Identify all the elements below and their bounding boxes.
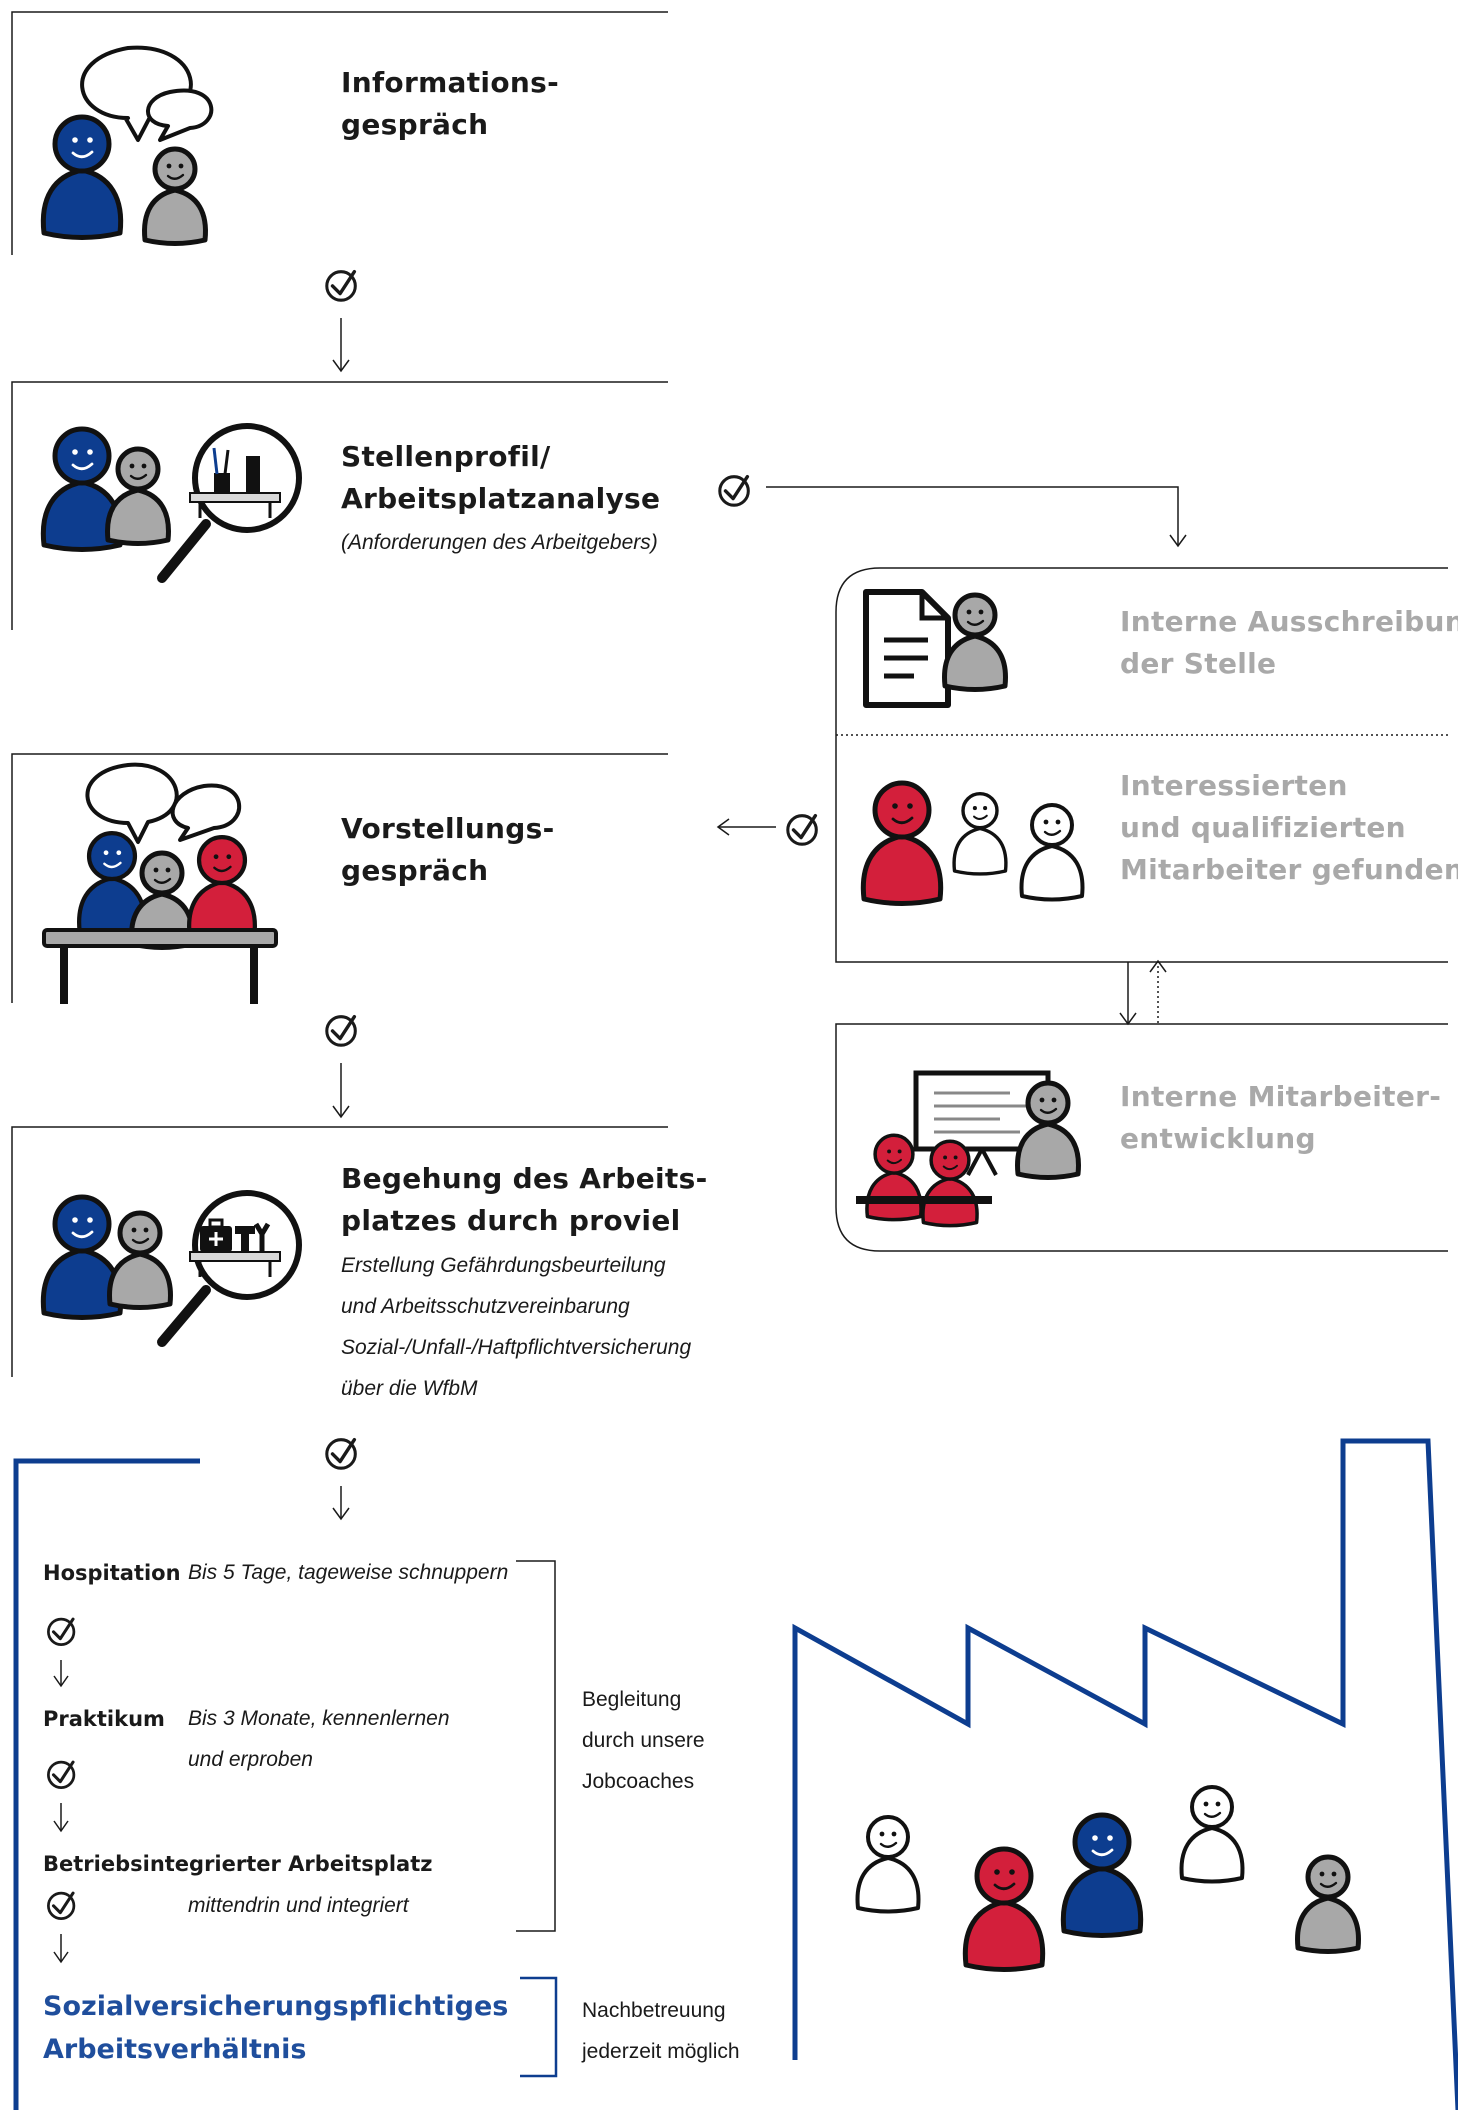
placement-check-2 <box>46 1760 76 1833</box>
step-4-title: Begehung des Arbeits-platzes durch provi… <box>341 1162 708 1237</box>
step-frame-4 <box>11 1126 668 1377</box>
support-brackets <box>516 1560 556 1932</box>
betrieb-desc: mittendrin und integriert <box>188 1894 409 1917</box>
document-person-icon <box>863 589 1005 708</box>
step-frame-2 <box>11 381 668 630</box>
step-4-notes: Erstellung Gefährdungsbeurteilung und Ar… <box>341 1254 692 1400</box>
betrieb-label: Betriebsintegrierter Arbeitsplatz <box>43 1852 433 1876</box>
development-box <box>835 1023 1448 1252</box>
interview-table-icon <box>42 762 278 1004</box>
internal-box <box>835 567 1448 963</box>
speech-conversation-icon <box>43 45 214 244</box>
internal-box-arrows <box>1119 959 1167 1026</box>
factory-people-icon <box>855 1785 1359 1970</box>
praktikum-label: Praktikum <box>43 1707 165 1731</box>
step-1-title: Informations-gespräch <box>341 66 559 141</box>
placement-frame <box>13 1458 200 2110</box>
step-2-note: (Anforderungen des Arbeitgebers) <box>341 531 658 554</box>
magnifier-toolbox-icon <box>43 1190 302 1347</box>
placement-check-3 <box>46 1891 76 1964</box>
factory-outline <box>792 1438 1458 2110</box>
connector-check-2 <box>325 1014 358 1119</box>
hospitation-desc: Bis 5 Tage, tageweise schnuppern <box>188 1561 509 1584</box>
presentation-board-icon <box>856 1070 1078 1228</box>
internal-development-title: Interne Mitarbeiter-entwicklung <box>1120 1080 1442 1155</box>
connector-check-return <box>716 813 819 846</box>
step-frame-1 <box>11 11 668 255</box>
hospitation-label: Hospitation <box>43 1561 181 1585</box>
placement-check-1 <box>46 1617 76 1688</box>
aftercare-bracket <box>520 1976 558 2078</box>
connector-check-internal <box>718 474 1187 548</box>
praktikum-desc-2: und erproben <box>188 1748 313 1771</box>
praktikum-desc-1: Bis 3 Monate, kennenlernen <box>188 1707 450 1730</box>
connector-check-1 <box>325 269 358 373</box>
connector-check-3 <box>325 1437 358 1521</box>
magnifier-shelf-icon <box>43 423 302 583</box>
step-2-title: Stellenprofil/Arbeitsplatzanalyse <box>341 440 661 515</box>
step-frame-3 <box>11 753 668 1003</box>
step-3-title: Vorstellungs-gespräch <box>341 812 555 887</box>
three-people-icon <box>863 783 1085 904</box>
